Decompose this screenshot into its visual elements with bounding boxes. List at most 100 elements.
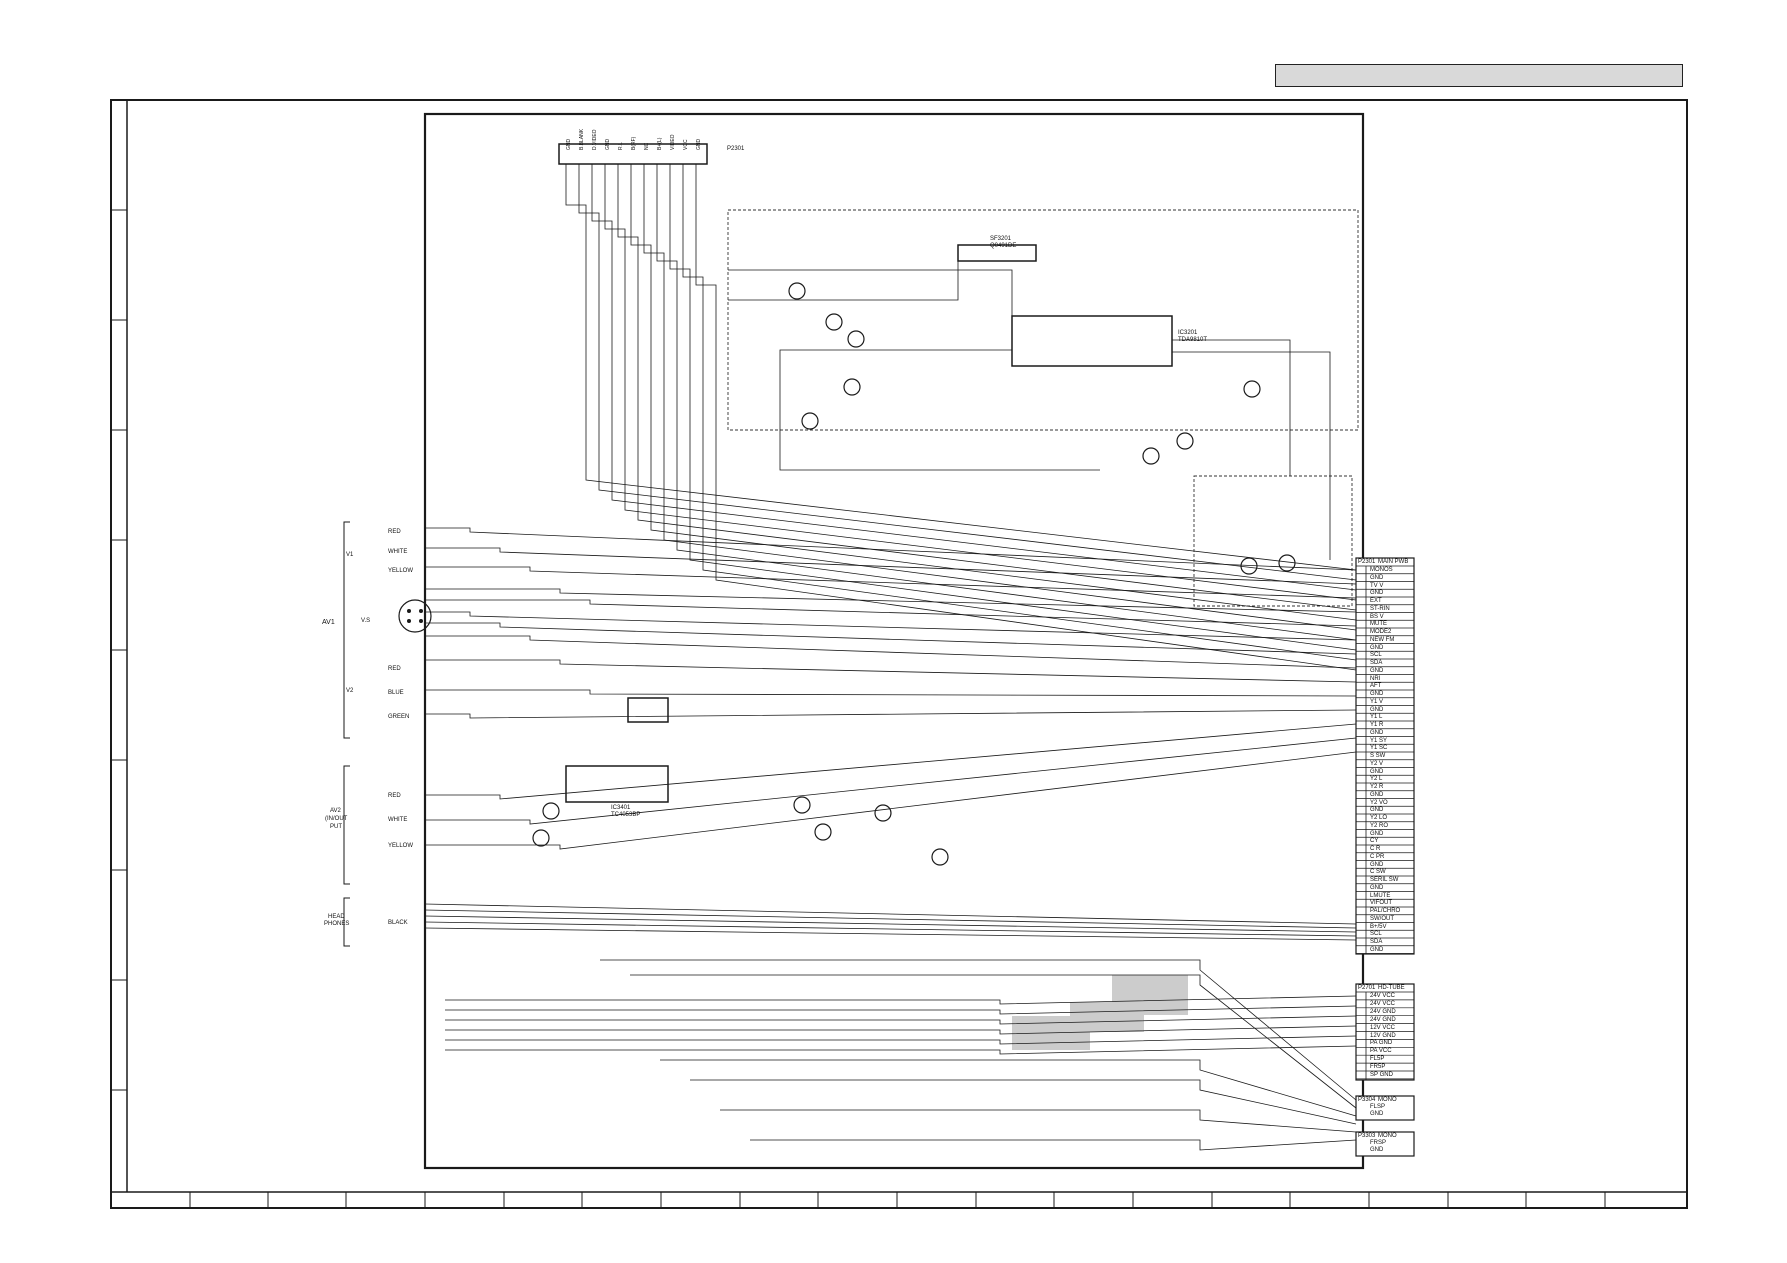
col-ticks [189,1192,1606,1208]
signal-wire-2 [425,566,1357,599]
right-connector-ref: P2301 [1358,559,1376,565]
av2-sub2: PUT [330,824,342,830]
headphones-label1: HEAD [328,914,345,920]
av2-bracket [343,765,350,885]
av2-label: AV2 [330,808,341,814]
top-connector-pin-1: GND [566,138,572,150]
signal-wire-5 [425,611,1357,641]
conn-d-ref: P3303 [1358,1133,1376,1139]
main-ic-body [1011,315,1173,367]
row-ticks [111,209,127,1091]
conn-b-pin-8: PA VCC [1370,1048,1392,1055]
right-connector-pin-44: VIFOUT [1370,900,1392,907]
tuner-wire-b [728,261,959,301]
right-connector-pin-32: GND [1370,807,1384,814]
vs-label: V.S [361,618,371,624]
top-drop-6 [643,164,1357,631]
sound-ic-body [565,765,669,803]
top-drop-2 [591,164,1357,591]
conn-c-pin-1: FLSP [1370,1104,1386,1110]
right-connector-pin-13: SDA [1370,660,1383,666]
conn-b-pin-2: 24V VCC [1370,1000,1396,1007]
av2-white: WHITE [388,817,408,823]
main-ic-part: TDA9810T [1178,337,1208,343]
right-connector-pin-17: GND [1370,691,1384,697]
right-connector-pin-48: SCL [1370,931,1382,938]
conn-c-ref: P3304 [1358,1097,1376,1103]
conn-b-part: HD-TUBE [1378,985,1405,991]
top-drop-5 [630,164,1357,621]
right-connector-pin-18: Y1 V [1370,698,1384,705]
power-wire-0 [600,959,1357,1101]
hp-wire-4 [424,927,1357,941]
power-wire-2 [660,1059,1357,1117]
top-connector-pin-2: B.BLANK [579,128,585,150]
right-connector-pin-9: MODE2 [1370,629,1392,635]
right-connector-pin-26: Y2 V [1370,760,1384,767]
conn-d-pin-1: FRSP [1370,1140,1387,1146]
hp-wire-0 [424,903,1357,925]
power-wire-1 [630,974,1357,1109]
top-connector-pin-4: GND [605,138,611,150]
right-connector-pin-11: GND [1370,644,1384,651]
v1-red: RED [388,529,401,535]
right-connector-pin-42: GND [1370,884,1384,891]
top-drop-9 [682,164,1357,661]
sound-ic-part: TC4053BP [611,812,641,818]
conn-c-pin-2: GND [1370,1111,1384,1117]
signal-wire-6 [425,622,1357,655]
right-connector-pin-2: GND [1370,574,1384,581]
top-connector-pin-5: R.L [618,142,624,150]
right-connector-pin-6: ST-RIN [1370,605,1390,612]
hp-wire-3 [424,921,1357,937]
v2-label: V2 [346,688,354,694]
conn-b-pin-1: 24V VCC [1370,993,1396,999]
right-connector-pin-25: S SW [1370,753,1386,759]
right-connector-pin-46: SW/OUT [1370,915,1394,922]
conn-d-part: MONO [1378,1133,1397,1139]
av1-label: AV1 [322,619,335,626]
conn-b-pin-11: SP GND [1370,1072,1393,1078]
conn-b-pin-4: 24V GND [1370,1016,1396,1023]
outer-frame [110,99,1688,1209]
signal-wire-7 [425,635,1357,669]
right-connector-pin-31: Y2 VO [1370,799,1388,806]
right-connector-pin-7: BS V [1370,613,1384,620]
top-drop-8 [669,164,1357,651]
power-wire-4 [720,1109,1357,1133]
conn-b-pin-5: 12V VCC [1370,1024,1396,1031]
right-connector-pin-34: Y2 RO [1370,822,1389,829]
right-connector-pin-50: GND [1370,946,1384,953]
right-connector-pin-36: CY [1370,838,1379,845]
signal-wire-8 [425,659,1357,683]
lower-wire-5 [445,1045,1357,1055]
right-connector-pin-28: Y2 L [1370,776,1383,783]
conn-c-part: MONO [1378,1097,1397,1103]
lower-wire-4 [445,1035,1357,1045]
power-wire-3 [690,1079,1357,1125]
sound-ic-ref: IC3401 [611,805,631,811]
right-connector-pin-15: NRI [1370,675,1381,682]
right-connector-pin-14: GND [1370,667,1384,674]
top-connector-ref: P2301 [727,146,745,152]
conn-d-body [1355,1131,1415,1157]
right-connector-pin-3: TV V [1370,582,1384,589]
top-drop-3 [604,164,1357,601]
right-connector-pin-37: C R [1370,846,1381,852]
signal-wire-10 [425,709,1357,719]
signal-wire-1 [425,547,1357,585]
conn-b-pin-6: 12V GND [1370,1032,1396,1039]
right-connector-pin-24: Y1 SC [1370,745,1388,752]
signal-wire-12 [425,737,1357,825]
top-connector-pin-3: D.VIDEO [592,129,598,150]
av2-red: RED [388,793,401,799]
v1-white: WHITE [388,549,408,555]
tuner-ic-ref: SF3201 [990,236,1012,242]
conn-b-pin-3: 24V GND [1370,1008,1396,1015]
signal-wire-13 [425,751,1357,850]
right-connector-pin-8: MUTE [1370,621,1387,628]
conn-b-ref: P2701 [1358,985,1376,991]
lower-wire-0 [445,995,1357,1005]
conn-b-pin-9: FL5P [1370,1056,1385,1063]
